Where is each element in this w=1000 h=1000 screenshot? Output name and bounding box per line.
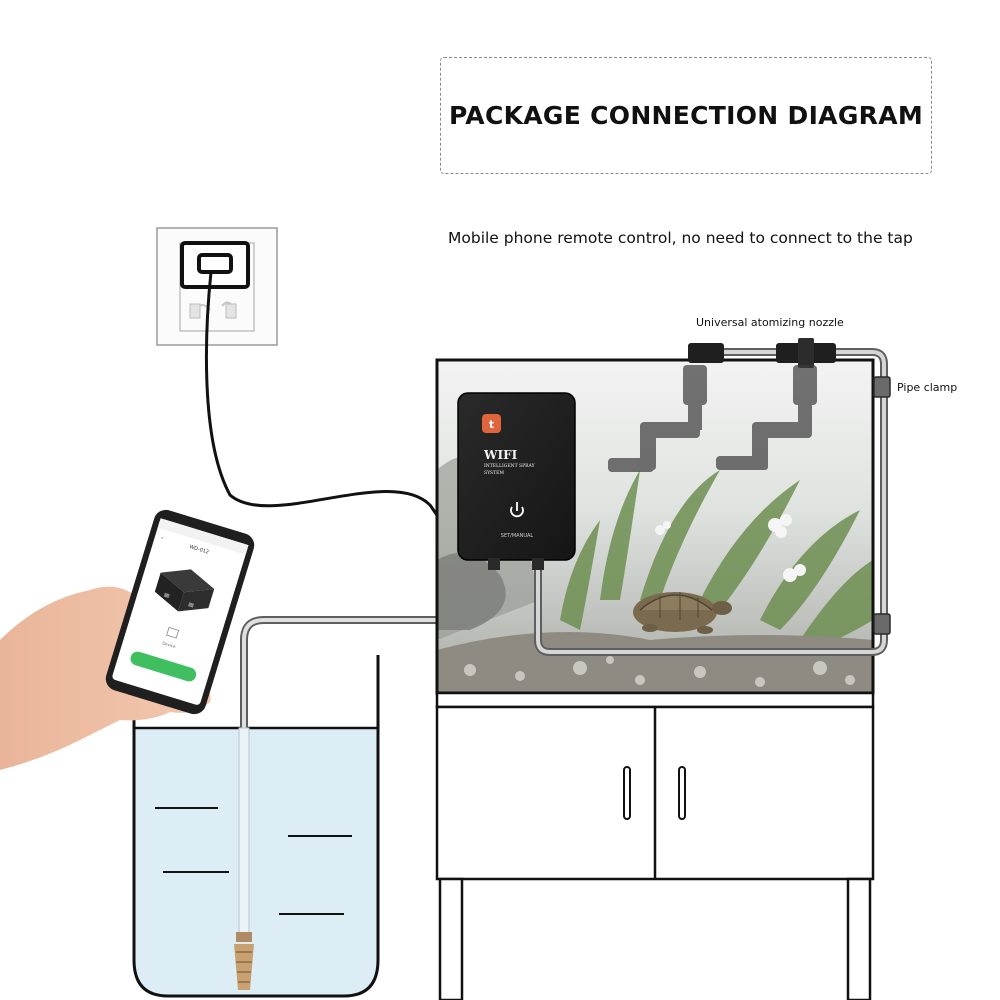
outlet-plug-frame [180, 241, 250, 289]
clamp-label: Pipe clamp [897, 381, 958, 394]
flowers [655, 514, 806, 582]
subtitle: Mobile phone remote control, no need to … [448, 229, 913, 247]
device-label-line3: SYSTEM [484, 470, 504, 476]
svg-text:t: t [489, 418, 494, 431]
title-box: PACKAGE CONNECTION DIAGRAM [440, 57, 932, 174]
nozzle-connectors [688, 338, 836, 368]
device-toggle-icon[interactable] [166, 626, 180, 639]
plant-foliage [560, 470, 873, 650]
mist-tubing [534, 348, 888, 656]
water-bucket [132, 655, 380, 998]
device-label-wifi: WIFI [483, 448, 518, 462]
pipe-clamp [873, 376, 891, 635]
nozzle-label: Universal atomizing nozzle [696, 316, 844, 329]
terrarium-tank [435, 358, 875, 695]
phone-action-button[interactable] [129, 650, 198, 683]
tuya-logo-icon [482, 414, 501, 433]
filter-nozzle [234, 932, 254, 990]
turtle [633, 592, 732, 634]
back-arrow-icon[interactable]: ‹ [160, 534, 164, 541]
power-plug [197, 253, 233, 274]
smartphone: WD-012 ‹ Device [105, 509, 255, 715]
atomizing-nozzle-left [608, 365, 707, 472]
wifi-spray-controller: t WIFI INTELLIGENT SPRAY SYSTEM SET/MANU… [457, 392, 576, 570]
page-title: PACKAGE CONNECTION DIAGRAM [448, 101, 924, 130]
device-label-line2: INTELLIGENT SPRAY [484, 463, 536, 469]
phone-header-title: WD-012 [188, 544, 209, 556]
phone-device-label: Device [162, 640, 177, 649]
atomizing-nozzle-right [716, 365, 817, 470]
wall-outlet [156, 227, 278, 346]
phone-device-image [154, 569, 215, 612]
power-icon [510, 502, 524, 518]
aquarium-cabinet [435, 691, 875, 1000]
device-button-caption: SET/MANUAL [501, 533, 534, 539]
